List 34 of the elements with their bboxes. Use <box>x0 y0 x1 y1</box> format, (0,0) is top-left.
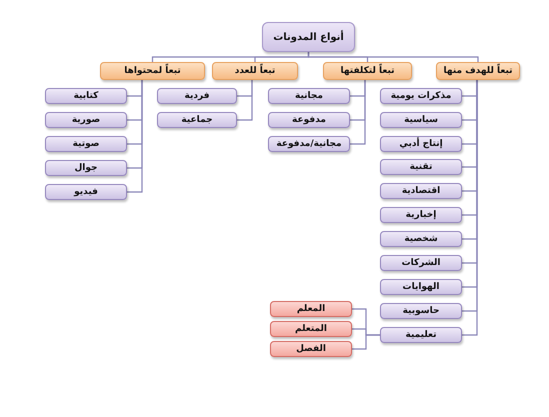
category-box: تبعاً للهدف منها <box>436 62 520 80</box>
item-box: الفصل <box>270 341 352 357</box>
item-box: شخصية <box>380 231 462 247</box>
item-box: مجانية <box>268 88 350 104</box>
category-box: تبعاً لتكلفتها <box>323 62 412 80</box>
item-box: جماعية <box>157 112 237 128</box>
category-box: تبعاً لمحتواها <box>100 62 205 80</box>
item-box: تعليمية <box>380 327 462 343</box>
item-box: إنتاج أدبي <box>380 136 462 152</box>
item-box: سياسية <box>380 112 462 128</box>
item-box: اقتصادية <box>380 183 462 199</box>
connector-line <box>237 80 253 121</box>
item-box: حاسوبية <box>380 303 462 319</box>
title-box: أنواع المدونات <box>262 22 355 52</box>
item-box: إخبارية <box>380 207 462 223</box>
item-box: فردية <box>157 88 237 104</box>
connector-line <box>152 52 310 62</box>
item-box: المعلم <box>270 301 352 317</box>
item-box: مذكرات يومية <box>380 88 462 104</box>
item-box: كتابية <box>45 88 127 104</box>
item-box: الشركات <box>380 255 462 271</box>
category-box: تبعاً للعدد <box>212 62 298 80</box>
item-box: مدفوعة <box>268 112 350 128</box>
connector-line <box>127 80 143 193</box>
item-box: المتعلم <box>270 321 352 337</box>
item-box: جوال <box>45 160 127 176</box>
item-box: صورية <box>45 112 127 128</box>
item-box: تقنية <box>380 159 462 175</box>
connector-line <box>352 334 380 350</box>
item-box: مجانية/مدفوعة <box>268 136 350 152</box>
item-box: صوتية <box>45 136 127 152</box>
item-box: الهوايات <box>380 279 462 295</box>
connector-line <box>350 80 366 145</box>
item-box: فيديو <box>45 184 127 200</box>
